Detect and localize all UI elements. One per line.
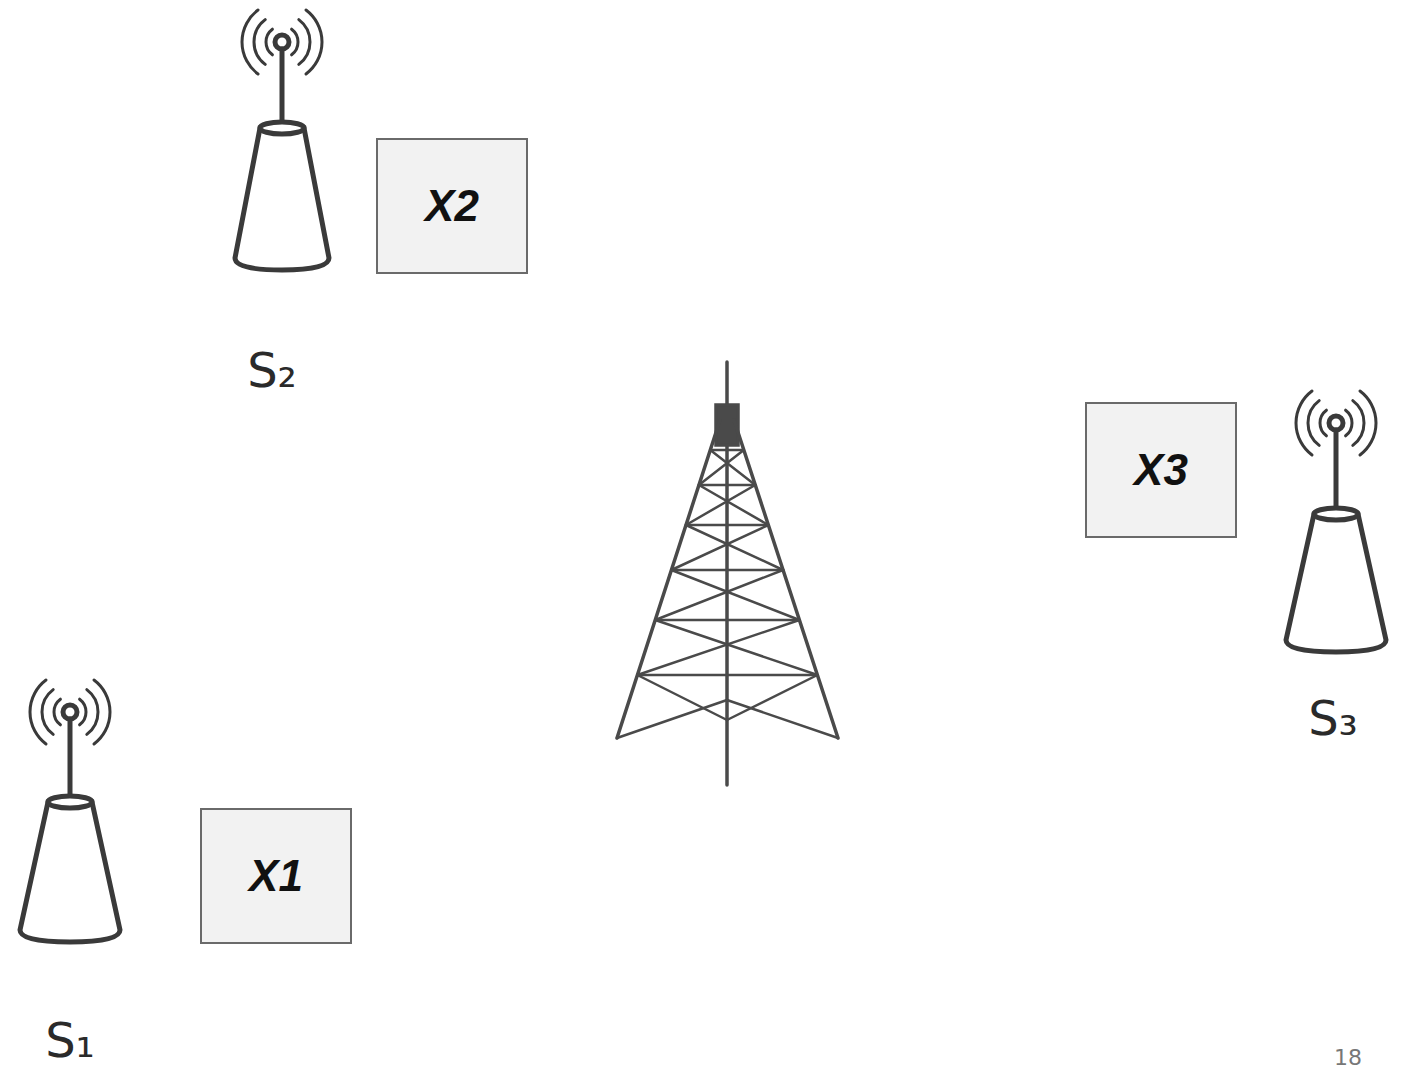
data-box: X1 [200,808,352,944]
radio-wave [292,29,298,55]
tower-bar [710,449,744,452]
radio-wave [87,690,98,735]
radio-wave [42,690,53,735]
tower-brace [686,525,783,570]
radio-wave [299,20,310,65]
data-box: X2 [376,138,528,274]
antenna-body [1286,514,1386,652]
antenna-group [20,10,1386,942]
tower-brace [710,450,755,485]
tower-brace [655,570,783,620]
tower-bar [686,524,768,527]
sensor-name: S₂ [247,342,297,398]
tower-bar [637,674,817,677]
tower-bar [699,484,755,487]
sensor-name: S₃ [1308,690,1358,746]
radio-wave [242,10,258,74]
radio-wave [54,699,60,725]
antenna-body [235,128,329,270]
radio-wave [80,699,86,725]
radio-wave [1346,410,1352,436]
tower-brace [686,485,755,525]
tower-bar [671,569,783,572]
radio-wave [306,10,322,74]
radio-wave [30,680,46,744]
tower-brace [637,675,727,720]
radio-wave [1320,410,1326,436]
page-number: 18 [1334,1045,1362,1070]
antenna-stem [68,719,73,802]
antenna-stem [280,49,285,128]
tower-foot [727,700,838,738]
antenna-stem [1334,430,1339,514]
radio-wave [1360,391,1376,455]
box-label: X1 [249,851,303,901]
antenna-top [48,796,92,808]
tower-brace [699,485,768,525]
tower-brace [671,525,768,570]
sensor-name: S₁ [45,1012,95,1068]
radio-wave [1353,401,1364,446]
tower-symbol [617,362,838,785]
box-label: X2 [425,181,479,231]
tower-foot [617,700,727,738]
antenna-top [1314,508,1358,520]
tower-brace [655,620,817,675]
tower-brace [637,620,799,675]
antenna-top [260,122,304,134]
tower-brace [671,570,799,620]
tower-bar [655,619,799,622]
radio-wave [254,20,265,65]
radio-wave [1308,401,1319,446]
tower-brace [727,675,817,720]
tower-brace [699,450,744,485]
radio-wave [1296,391,1312,455]
box-label: X3 [1134,445,1188,495]
antenna-body [20,802,120,942]
data-box: X3 [1085,402,1237,538]
radio-wave [266,29,272,55]
radio-wave [94,680,110,744]
